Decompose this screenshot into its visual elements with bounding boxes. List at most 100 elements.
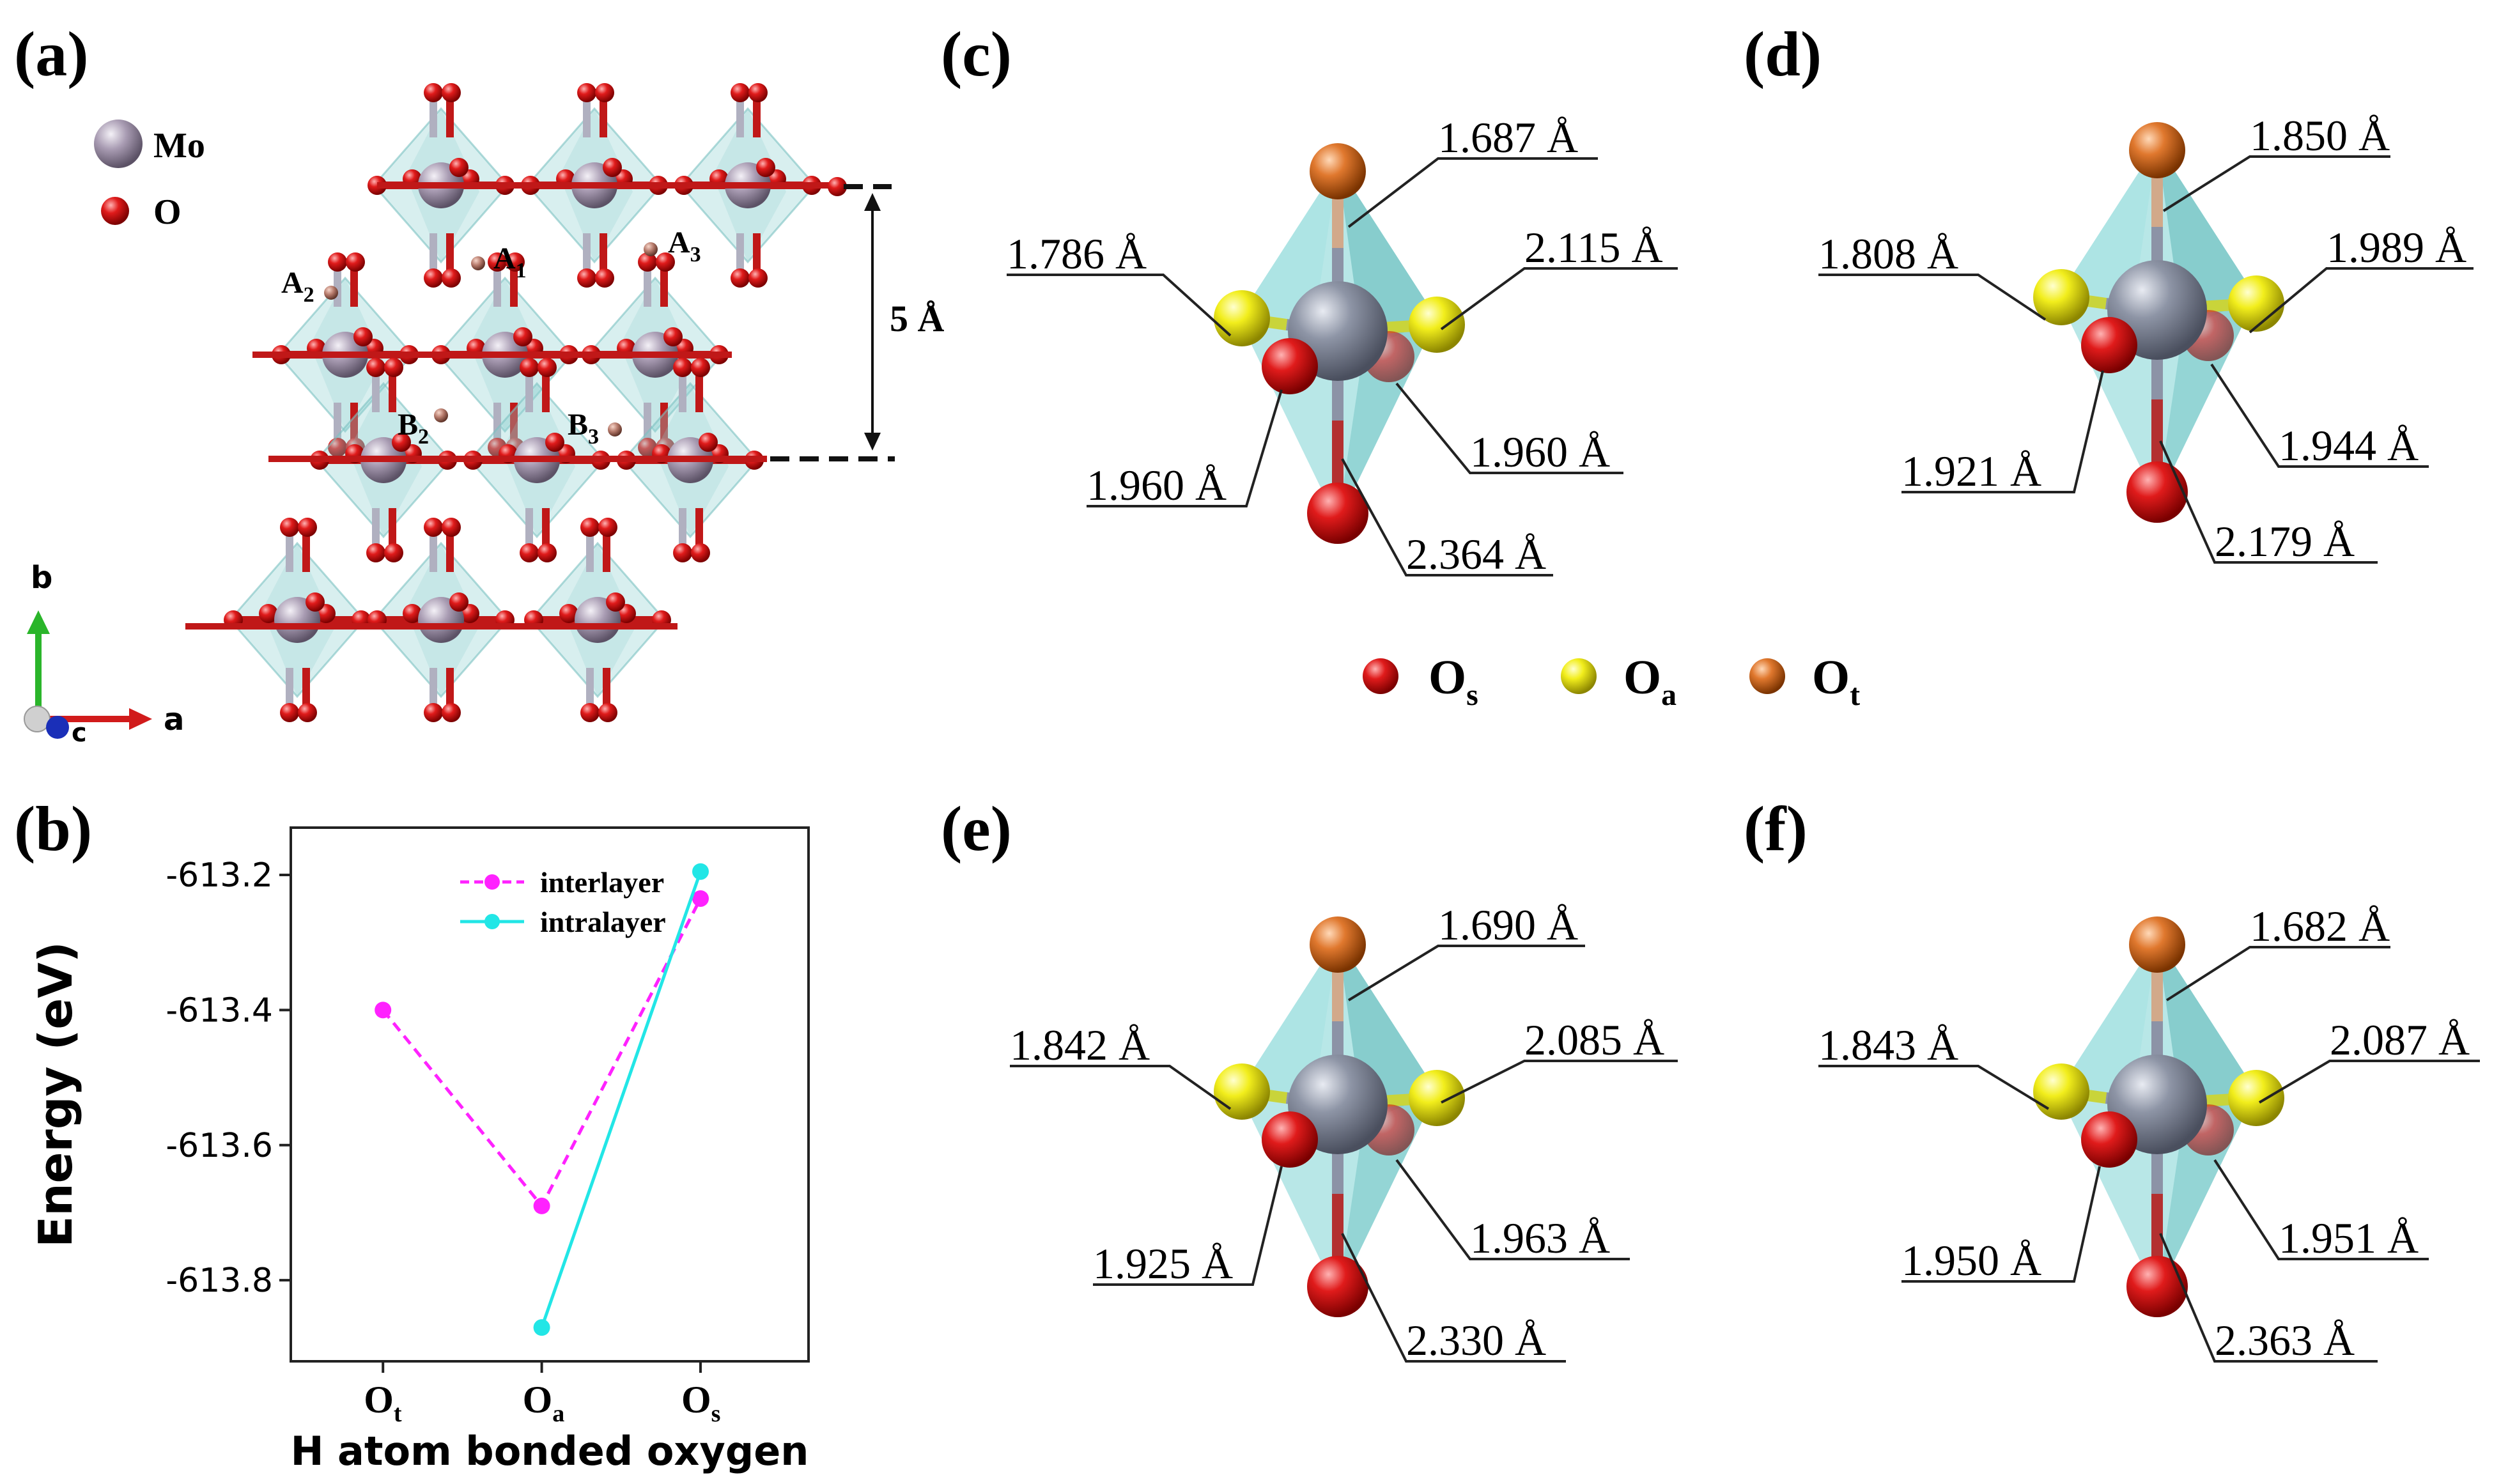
layer-middle-upper <box>252 252 732 457</box>
legend-ot-ball <box>1749 658 1785 694</box>
legend-label-interlayer: interlayer <box>540 866 664 899</box>
bond-top-c: 1.687 Å <box>1438 113 1578 162</box>
legend-mo-ball <box>94 120 143 168</box>
panel-d: (d) 1.850 Å 1.808 Å 1.989 Å 1.921 Å 1.94… <box>1744 19 2474 566</box>
h-site-b3 <box>608 422 622 437</box>
legend-o-ball <box>101 197 129 225</box>
legend-oa-ball <box>1561 658 1597 694</box>
layer-middle-lower <box>268 358 767 562</box>
site-label-b2: B2 <box>398 408 429 449</box>
bond-top-e: 1.690 Å <box>1438 900 1578 949</box>
legend-mo-label: Mo <box>153 126 205 166</box>
bond-lower-right-e: 1.963 Å <box>1470 1214 1610 1262</box>
bond-annotations-d: 1.850 Å 1.808 Å 1.989 Å 1.921 Å 1.944 Å … <box>1818 111 2474 566</box>
bond-lower-left-e: 1.925 Å <box>1093 1239 1233 1288</box>
h-site-b2 <box>434 408 448 422</box>
y-tick-label: -613.4 <box>166 991 273 1030</box>
legend-oa-label: Oa <box>1623 651 1676 712</box>
bond-bottom-f: 2.363 Å <box>2215 1316 2355 1364</box>
panel-b: (b) -613.2 -613.4 -613.6 -613.8Ot Oa OsH atom… <box>14 793 810 1474</box>
plot-frame <box>290 826 810 1363</box>
bond-lower-left-c: 1.960 Å <box>1087 461 1227 509</box>
bond-top-f: 1.682 Å <box>2250 902 2390 950</box>
bond-top-d: 1.850 Å <box>2250 111 2390 160</box>
data-point-intralayer <box>533 1319 550 1336</box>
atom-legend: Mo O <box>94 120 205 232</box>
panel-label-a: (a) <box>14 19 89 89</box>
axis-label-b: b <box>31 560 52 596</box>
legend-os-ball <box>1363 658 1398 694</box>
site-label-b3: B3 <box>568 408 599 449</box>
h-site-a2 <box>324 286 338 300</box>
x-tick-label: Os <box>681 1379 720 1427</box>
data-point-intralayer <box>692 863 709 880</box>
bond-upper-left-c: 1.786 Å <box>1007 229 1147 278</box>
y-tick-label: -613.6 <box>166 1127 273 1165</box>
x-tick-label: Oa <box>523 1379 565 1427</box>
panel-e: (e) 1.690 Å 1.842 Å 2.085 Å 1.925 Å 1.96… <box>941 793 1678 1364</box>
octahedron-d <box>2033 122 2284 523</box>
octahedron-c <box>1214 143 1465 544</box>
bond-lower-right-d: 1.944 Å <box>2279 421 2419 470</box>
x-axis-title: H atom bonded oxygen <box>291 1428 809 1474</box>
legend-o-label: O <box>153 192 182 232</box>
octahedron-e <box>1214 916 1465 1317</box>
bond-annotations-e: 1.690 Å 1.842 Å 2.085 Å 1.925 Å 1.963 Å … <box>1010 900 1678 1364</box>
bond-upper-right-e: 2.085 Å <box>1524 1016 1664 1064</box>
bond-upper-left-e: 1.842 Å <box>1010 1021 1150 1069</box>
bond-lower-left-d: 1.921 Å <box>1901 447 2041 495</box>
spacing-label: 5 Å <box>890 298 945 339</box>
bond-upper-right-c: 2.115 Å <box>1524 223 1663 272</box>
data-point-interlayer <box>533 1197 550 1214</box>
bond-lower-left-f: 1.950 Å <box>1901 1236 2041 1285</box>
oxygen-legend: Os Oa Ot <box>1363 651 1860 712</box>
legend-ot-label: Ot <box>1812 651 1860 712</box>
layer-bottom <box>185 518 678 722</box>
bond-upper-right-d: 1.989 Å <box>2327 223 2466 272</box>
panel-label-e: (e) <box>941 793 1012 864</box>
bond-lower-right-f: 1.951 Å <box>2279 1214 2419 1262</box>
data-point-interlayer <box>375 1001 392 1019</box>
y-axis-title: Energy (eV) <box>29 941 82 1248</box>
interlayer-spacing-marker: 5 Å <box>770 184 945 461</box>
bond-annotations-c: 1.687 Å 1.786 Å 2.115 Å 1.960 Å 1.960 Å … <box>1007 113 1678 578</box>
legend-os-label: Os <box>1429 651 1478 712</box>
y-tick-label: -613.2 <box>166 856 273 895</box>
axis-label-c: c <box>72 718 87 748</box>
bond-upper-left-f: 1.843 Å <box>1818 1021 1958 1069</box>
site-label-a3: A3 <box>668 226 701 267</box>
h-site-a1 <box>471 256 485 270</box>
x-tick-label: Ot <box>364 1379 402 1427</box>
axis-label-a: a <box>164 702 184 738</box>
panel-label-d: (d) <box>1744 19 1822 89</box>
legend-marker-intralayer <box>484 914 500 929</box>
legend-label-intralayer: intralayer <box>540 906 666 938</box>
bond-lower-right-c: 1.960 Å <box>1470 428 1610 476</box>
y-tick-label: -613.8 <box>166 1262 273 1300</box>
series-line-intralayer <box>540 870 702 1328</box>
h-site-a3 <box>644 242 658 256</box>
panel-c: (c) 1.687 Å 1.786 Å 2.115 Å 1.960 Å 1.96… <box>941 19 1678 578</box>
panel-f: (f) 1.682 Å 1.843 Å 2.087 Å 1.950 Å 1.95… <box>1744 793 2480 1364</box>
crystal-structure: A1 A2 A3 B2 B3 <box>185 83 847 722</box>
octahedron-f <box>2033 916 2284 1317</box>
legend-marker-interlayer <box>484 874 500 890</box>
energy-chart: -613.2 -613.4 -613.6 -613.8Ot Oa OsH atom bon… <box>29 826 810 1474</box>
bond-upper-left-d: 1.808 Å <box>1818 229 1958 278</box>
axis-indicator: b a c <box>24 560 184 748</box>
panel-label-f: (f) <box>1744 793 1808 864</box>
site-label-a2: A2 <box>281 266 314 307</box>
bond-bottom-e: 2.330 Å <box>1406 1316 1546 1364</box>
bond-bottom-c: 2.364 Å <box>1406 530 1546 578</box>
bond-annotations-f: 1.682 Å 1.843 Å 2.087 Å 1.950 Å 1.951 Å … <box>1818 902 2480 1364</box>
site-label-a1: A1 <box>493 242 527 282</box>
bond-bottom-d: 2.179 Å <box>2215 517 2355 566</box>
bond-upper-right-f: 2.087 Å <box>2330 1016 2470 1064</box>
panel-label-b: (b) <box>14 793 92 864</box>
layer-top <box>368 83 847 288</box>
data-point-interlayer <box>692 890 709 907</box>
panel-a: (a) Mo O <box>14 19 945 748</box>
panel-label-c: (c) <box>941 19 1012 89</box>
series-line-interlayer <box>382 897 702 1209</box>
